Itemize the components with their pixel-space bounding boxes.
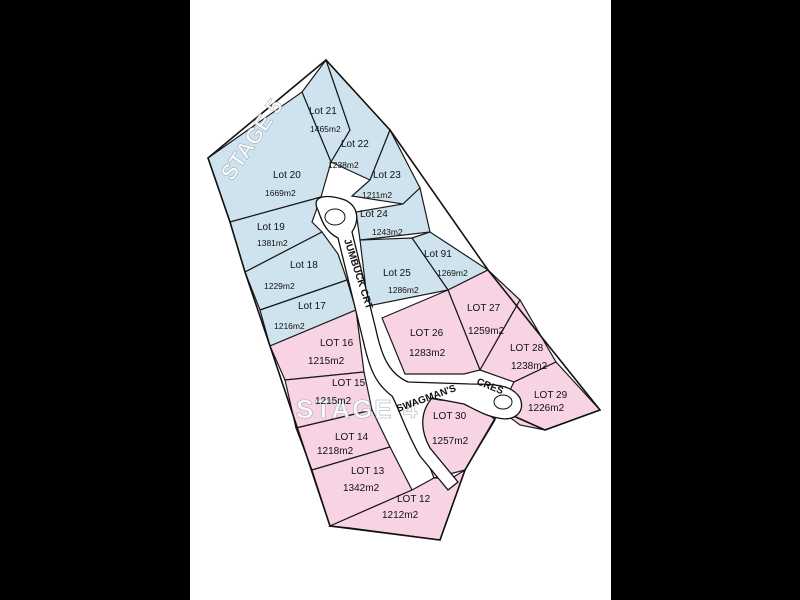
- lot-23-label: Lot 23: [373, 170, 401, 181]
- lot-30-label: LOT 30: [433, 411, 467, 422]
- lot-27-area: 1259m2: [468, 326, 505, 337]
- lot-28-label: LOT 28: [510, 343, 544, 354]
- lot-26-label: LOT 26: [410, 328, 444, 339]
- lot-24-area: 1243m2: [372, 227, 403, 237]
- lot-17-label: Lot 17: [298, 301, 326, 312]
- lot-23-area: 1211m2: [362, 190, 392, 200]
- lot-24-label: Lot 24: [360, 209, 388, 220]
- subdivision-boundary: [207, 58, 602, 541]
- lot-18-parcel[interactable]: [244, 231, 348, 311]
- lot-30-area: 1257m2: [432, 436, 469, 447]
- lot-18-label: Lot 18: [290, 260, 318, 271]
- lot-23-parcel[interactable]: [350, 128, 421, 205]
- lot-22-area: 1238m2: [328, 160, 359, 170]
- lot-29-label: LOT 29: [534, 390, 568, 401]
- lot-20-label: Lot 20: [273, 170, 301, 181]
- jumbuck-court-road: [315, 195, 523, 491]
- stage-4-lots: [269, 269, 602, 541]
- lot-16-area: 1215m2: [308, 356, 345, 367]
- lot-25-area: 1286m2: [388, 285, 419, 295]
- crescent-island: [493, 394, 513, 410]
- lot-14-label: LOT 14: [335, 432, 369, 443]
- lot-15-area: 1215m2: [315, 396, 352, 407]
- lot-27-label: LOT 27: [467, 303, 501, 314]
- court-bulb-island: [324, 208, 346, 226]
- lot-12-area: 1212m2: [382, 510, 419, 521]
- stage-4-label: STAGE 4: [296, 394, 419, 424]
- lot-25-label: Lot 25: [383, 268, 411, 279]
- lot-21-area: 1465m2: [310, 124, 341, 134]
- lot-28-area: 1238m2: [511, 361, 548, 372]
- lot-19-area: 1381m2: [257, 238, 288, 248]
- lot-29-area: 1226m2: [528, 403, 565, 414]
- lot-15-label: LOT 15: [332, 378, 366, 389]
- lot-22-label: Lot 22: [341, 139, 369, 150]
- lot-19-label: Lot 19: [257, 222, 285, 233]
- lot-14-area: 1218m2: [317, 446, 354, 457]
- lot-12-label: LOT 12: [397, 494, 431, 505]
- lot-13-label: LOT 13: [351, 466, 385, 477]
- lot-20-area: 1669m2: [265, 188, 296, 198]
- road-network: [315, 195, 523, 491]
- lot-21-label: Lot 21: [309, 106, 337, 117]
- lot-13-area: 1342m2: [343, 483, 380, 494]
- lot-16-label: LOT 16: [320, 338, 354, 349]
- lot-26-parcel[interactable]: [381, 289, 481, 375]
- lot-24-parcel[interactable]: [355, 186, 431, 241]
- lot-91-area: 1269m2: [437, 268, 468, 278]
- lot-26-area: 1283m2: [409, 348, 446, 359]
- lot-18-area: 1229m2: [264, 281, 295, 291]
- lot-17-area: 1216m2: [274, 321, 305, 331]
- lot-91-label: Lot 91: [424, 249, 452, 260]
